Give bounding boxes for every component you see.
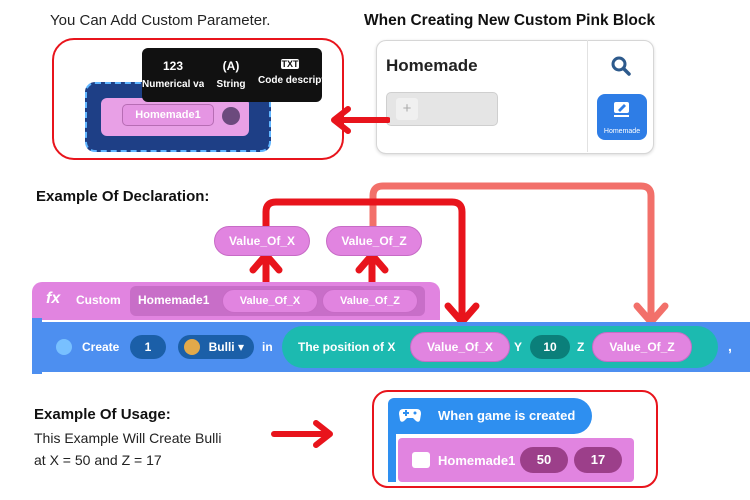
add-parameter-caption: You Can Add Custom Parameter. bbox=[50, 12, 271, 29]
object-label: Bulli bbox=[208, 340, 235, 354]
add-parameter-icon[interactable] bbox=[222, 107, 240, 125]
parameter-type-menu bbox=[142, 48, 322, 102]
number-icon: 123 bbox=[162, 59, 184, 73]
pencil-icon bbox=[612, 100, 632, 123]
menu-string-label: String bbox=[216, 79, 246, 90]
in-keyword: in bbox=[262, 340, 273, 354]
event-label: When game is created bbox=[438, 408, 576, 423]
event-body-spine bbox=[388, 434, 396, 482]
menu-code-label: Code description bbox=[258, 75, 322, 86]
trailing-comma: , bbox=[728, 338, 732, 354]
z-argument-value[interactable]: 17 bbox=[574, 447, 622, 473]
palette-divider bbox=[587, 40, 588, 152]
usage-description-line1: This Example Will Create Bulli bbox=[34, 430, 222, 446]
position-x-argument[interactable]: Value_Of_X bbox=[410, 332, 510, 362]
custom-keyword: Custom bbox=[76, 293, 121, 307]
string-icon: (A) bbox=[222, 59, 240, 73]
fx-icon: fx bbox=[46, 290, 61, 307]
parameter-callout-frame bbox=[52, 38, 344, 160]
add-block-icon[interactable]: + bbox=[396, 98, 418, 120]
bulli-avatar-icon bbox=[184, 339, 200, 355]
text-icon: TXT bbox=[281, 59, 299, 69]
gamepad-icon bbox=[398, 406, 422, 429]
object-dropdown[interactable]: Bulli ▾ bbox=[178, 335, 254, 359]
call-block-name: Homemade1 bbox=[438, 453, 516, 468]
create-keyword: Create bbox=[82, 340, 120, 354]
homemade-tab-label: Homemade bbox=[603, 128, 641, 135]
position-of-x-label: The position of X bbox=[298, 340, 396, 354]
parameter-value-of-x[interactable]: Value_Of_X bbox=[214, 226, 310, 256]
palette-category-title: Homemade bbox=[386, 56, 478, 75]
position-z-argument[interactable]: Value_Of_Z bbox=[592, 332, 692, 362]
parameter-value-of-z[interactable]: Value_Of_Z bbox=[326, 226, 422, 256]
declaration-caption: Example Of Declaration: bbox=[36, 188, 210, 205]
menu-numerical-label: Numerical value bbox=[142, 79, 204, 90]
custom-block-name: Homemade1 bbox=[138, 293, 210, 307]
search-icon[interactable] bbox=[611, 56, 631, 81]
game-created-event[interactable] bbox=[388, 398, 592, 434]
right-arrow bbox=[271, 420, 333, 448]
usage-description-line2: at X = 50 and Z = 17 bbox=[34, 452, 162, 468]
x-argument-value[interactable]: 50 bbox=[520, 447, 568, 473]
function-body-spine bbox=[32, 318, 42, 374]
creating-block-caption: When Creating New Custom Pink Block bbox=[364, 12, 656, 29]
menu-numerical-value[interactable]: 123 Numerical value bbox=[142, 59, 204, 90]
usage-caption: Example Of Usage: bbox=[34, 406, 171, 423]
block-name-field[interactable]: Homemade1 bbox=[122, 104, 214, 126]
usage-frame bbox=[372, 390, 658, 488]
z-label: Z bbox=[577, 340, 585, 354]
count-value[interactable]: 1 bbox=[130, 335, 166, 359]
declared-param-x[interactable]: Value_Of_X bbox=[222, 289, 318, 313]
create-icon bbox=[56, 339, 72, 355]
homemade-pencil-icon bbox=[412, 452, 430, 468]
menu-code-description[interactable]: TXT Code description bbox=[258, 59, 322, 86]
left-arrow bbox=[331, 106, 390, 134]
y-label: Y bbox=[514, 340, 523, 354]
y-value[interactable]: 10 bbox=[530, 335, 570, 359]
menu-string[interactable]: (A) String bbox=[208, 59, 254, 90]
declared-param-z[interactable]: Value_Of_Z bbox=[322, 289, 418, 313]
